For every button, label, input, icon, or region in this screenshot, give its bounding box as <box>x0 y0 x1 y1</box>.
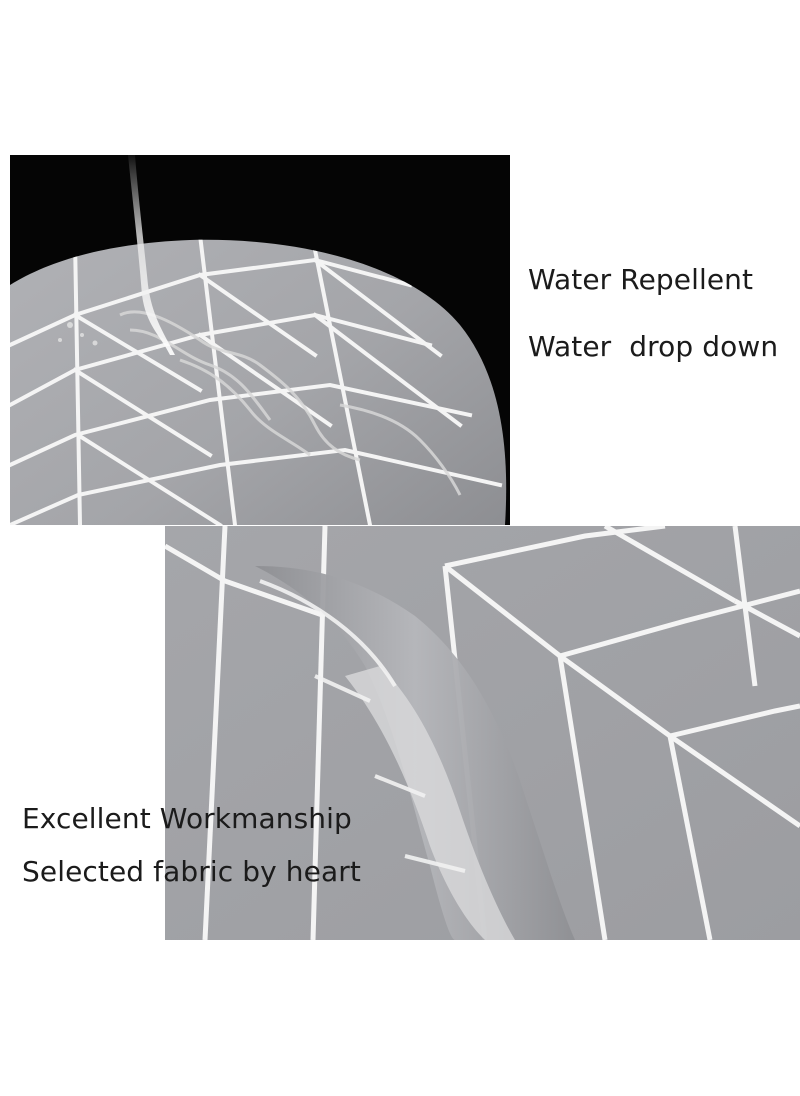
water-stream <box>128 155 175 355</box>
water-repellent-illustration <box>10 155 510 525</box>
water-repellent-photo <box>10 155 510 525</box>
caption-excellent-workmanship: Excellent Workmanship <box>22 802 352 835</box>
caption-water-repellent: Water Repellent <box>528 263 754 296</box>
fabric-workmanship-photo <box>165 526 800 940</box>
caption-water-drop-down: Water drop down <box>528 330 779 363</box>
chevron-pattern <box>165 526 800 940</box>
caption-selected-fabric: Selected fabric by heart <box>22 855 361 888</box>
folded-fabric-illustration <box>165 526 800 940</box>
